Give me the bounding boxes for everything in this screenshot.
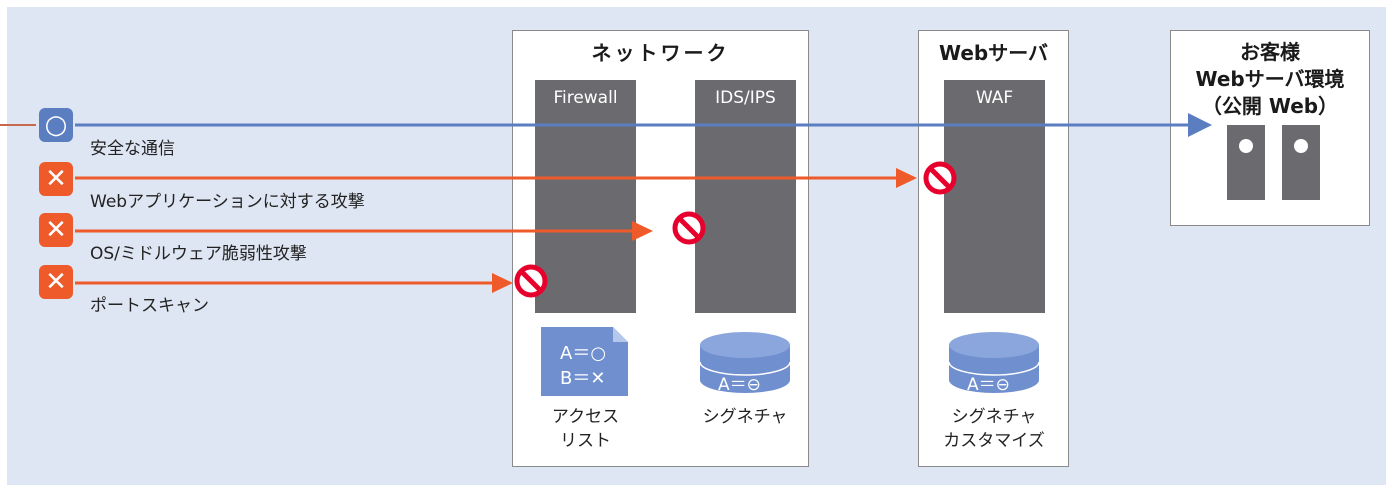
portscan-arrowhead bbox=[492, 273, 513, 293]
portscan-badge-icon: ✕ bbox=[39, 265, 73, 299]
idsips-column: IDS/IPS bbox=[695, 80, 796, 313]
access-list-rule-1: A＝○ bbox=[560, 343, 607, 364]
access-list-rule-2: B＝✕ bbox=[560, 368, 606, 389]
waf-signature-caption: シグネチャ カスタマイズ bbox=[943, 407, 1045, 451]
idsips-signature-text: A＝⊖ bbox=[718, 375, 761, 395]
customer-title: お客様 Webサーバ環境 （公開 Web） bbox=[1195, 40, 1345, 118]
server-icon bbox=[1227, 125, 1265, 200]
no-entry-icon bbox=[923, 161, 957, 195]
legend-webapp-attack-label: Webアプリケーションに対する攻撃 bbox=[90, 192, 365, 212]
waf-column: WAF bbox=[944, 80, 1045, 313]
document-icon bbox=[541, 327, 628, 396]
legend-safe-label: 安全な通信 bbox=[90, 139, 175, 159]
legend-os-attack-label: OS/ミドルウェア脆弱性攻撃 bbox=[90, 244, 307, 264]
no-entry-icon bbox=[514, 264, 548, 298]
server-icon bbox=[1282, 125, 1320, 200]
idsips-signature-caption: シグネチャ bbox=[702, 407, 788, 427]
left-edge-mark bbox=[0, 124, 36, 126]
waf-label: WAF bbox=[975, 88, 1014, 108]
disk-icon bbox=[948, 332, 1040, 393]
legend-portscan-label: ポートスキャン bbox=[90, 296, 209, 316]
os-attack-badge-icon: ✕ bbox=[39, 213, 73, 247]
idsips-label: IDS/IPS bbox=[715, 88, 776, 108]
webserver-title: Webサーバ bbox=[938, 41, 1049, 65]
os-attack-arrowhead bbox=[632, 221, 653, 241]
access-list-caption: アクセス リスト bbox=[551, 407, 620, 451]
safe-badge-icon: ○ bbox=[39, 108, 73, 142]
firewall-column: Firewall bbox=[535, 80, 636, 313]
no-entry-icon bbox=[672, 211, 706, 245]
waf-signature-text: A＝⊖ bbox=[967, 375, 1010, 395]
firewall-label: Firewall bbox=[553, 88, 618, 108]
webapp-attack-arrowhead bbox=[896, 168, 917, 188]
disk-icon bbox=[699, 332, 791, 393]
webapp-attack-badge-icon: ✕ bbox=[39, 162, 73, 196]
safe-flow-arrowhead bbox=[1188, 113, 1212, 137]
network-title: ネットワーク bbox=[591, 41, 730, 65]
